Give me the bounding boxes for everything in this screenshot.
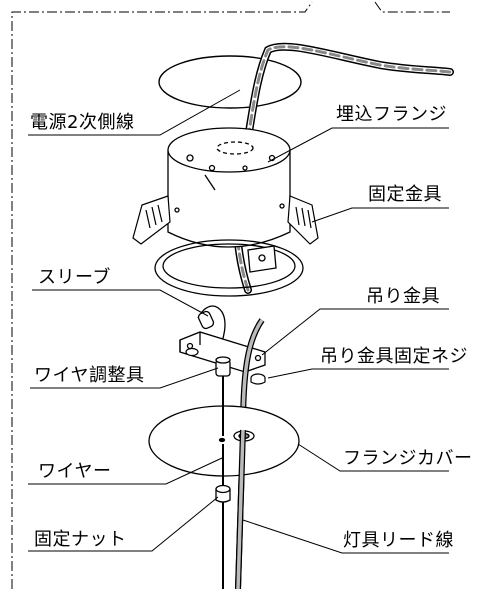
label-flange-cover: フランジカバー: [343, 448, 473, 469]
hanging-bracket-plate: [179, 331, 266, 373]
bracket-screw: [185, 347, 266, 385]
label-embedded-flange: 埋込フランジ: [336, 104, 447, 125]
label-wire-adjuster: ワイヤ調整具: [34, 365, 145, 386]
label-wire: ワイヤー: [38, 461, 112, 482]
label-fixture-lead-wire: 灯具リード線: [343, 530, 454, 551]
fixing-bracket-left: [132, 195, 171, 245]
fixing-bracket-right: [287, 195, 319, 245]
fixing-nut: [215, 484, 231, 503]
ceiling-boundary: [11, 1, 450, 589]
label-sleeve: スリーブ: [38, 267, 111, 288]
leader-lines: [28, 89, 449, 554]
ceiling-cutout: [158, 55, 302, 109]
label-hanging-bracket-screw: 吊り金具固定ネジ: [320, 346, 468, 367]
embedded-flange-body: [167, 127, 291, 248]
label-hanging-bracket: 吊り金具: [366, 286, 440, 307]
label-fixing-bracket: 固定金具: [368, 184, 442, 205]
label-fixing-nut: 固定ナット: [34, 529, 127, 550]
wire-adjuster: [215, 356, 231, 377]
flange-ring: [154, 239, 304, 297]
label-secondary-power-cable: 電源2次側線: [30, 112, 135, 133]
